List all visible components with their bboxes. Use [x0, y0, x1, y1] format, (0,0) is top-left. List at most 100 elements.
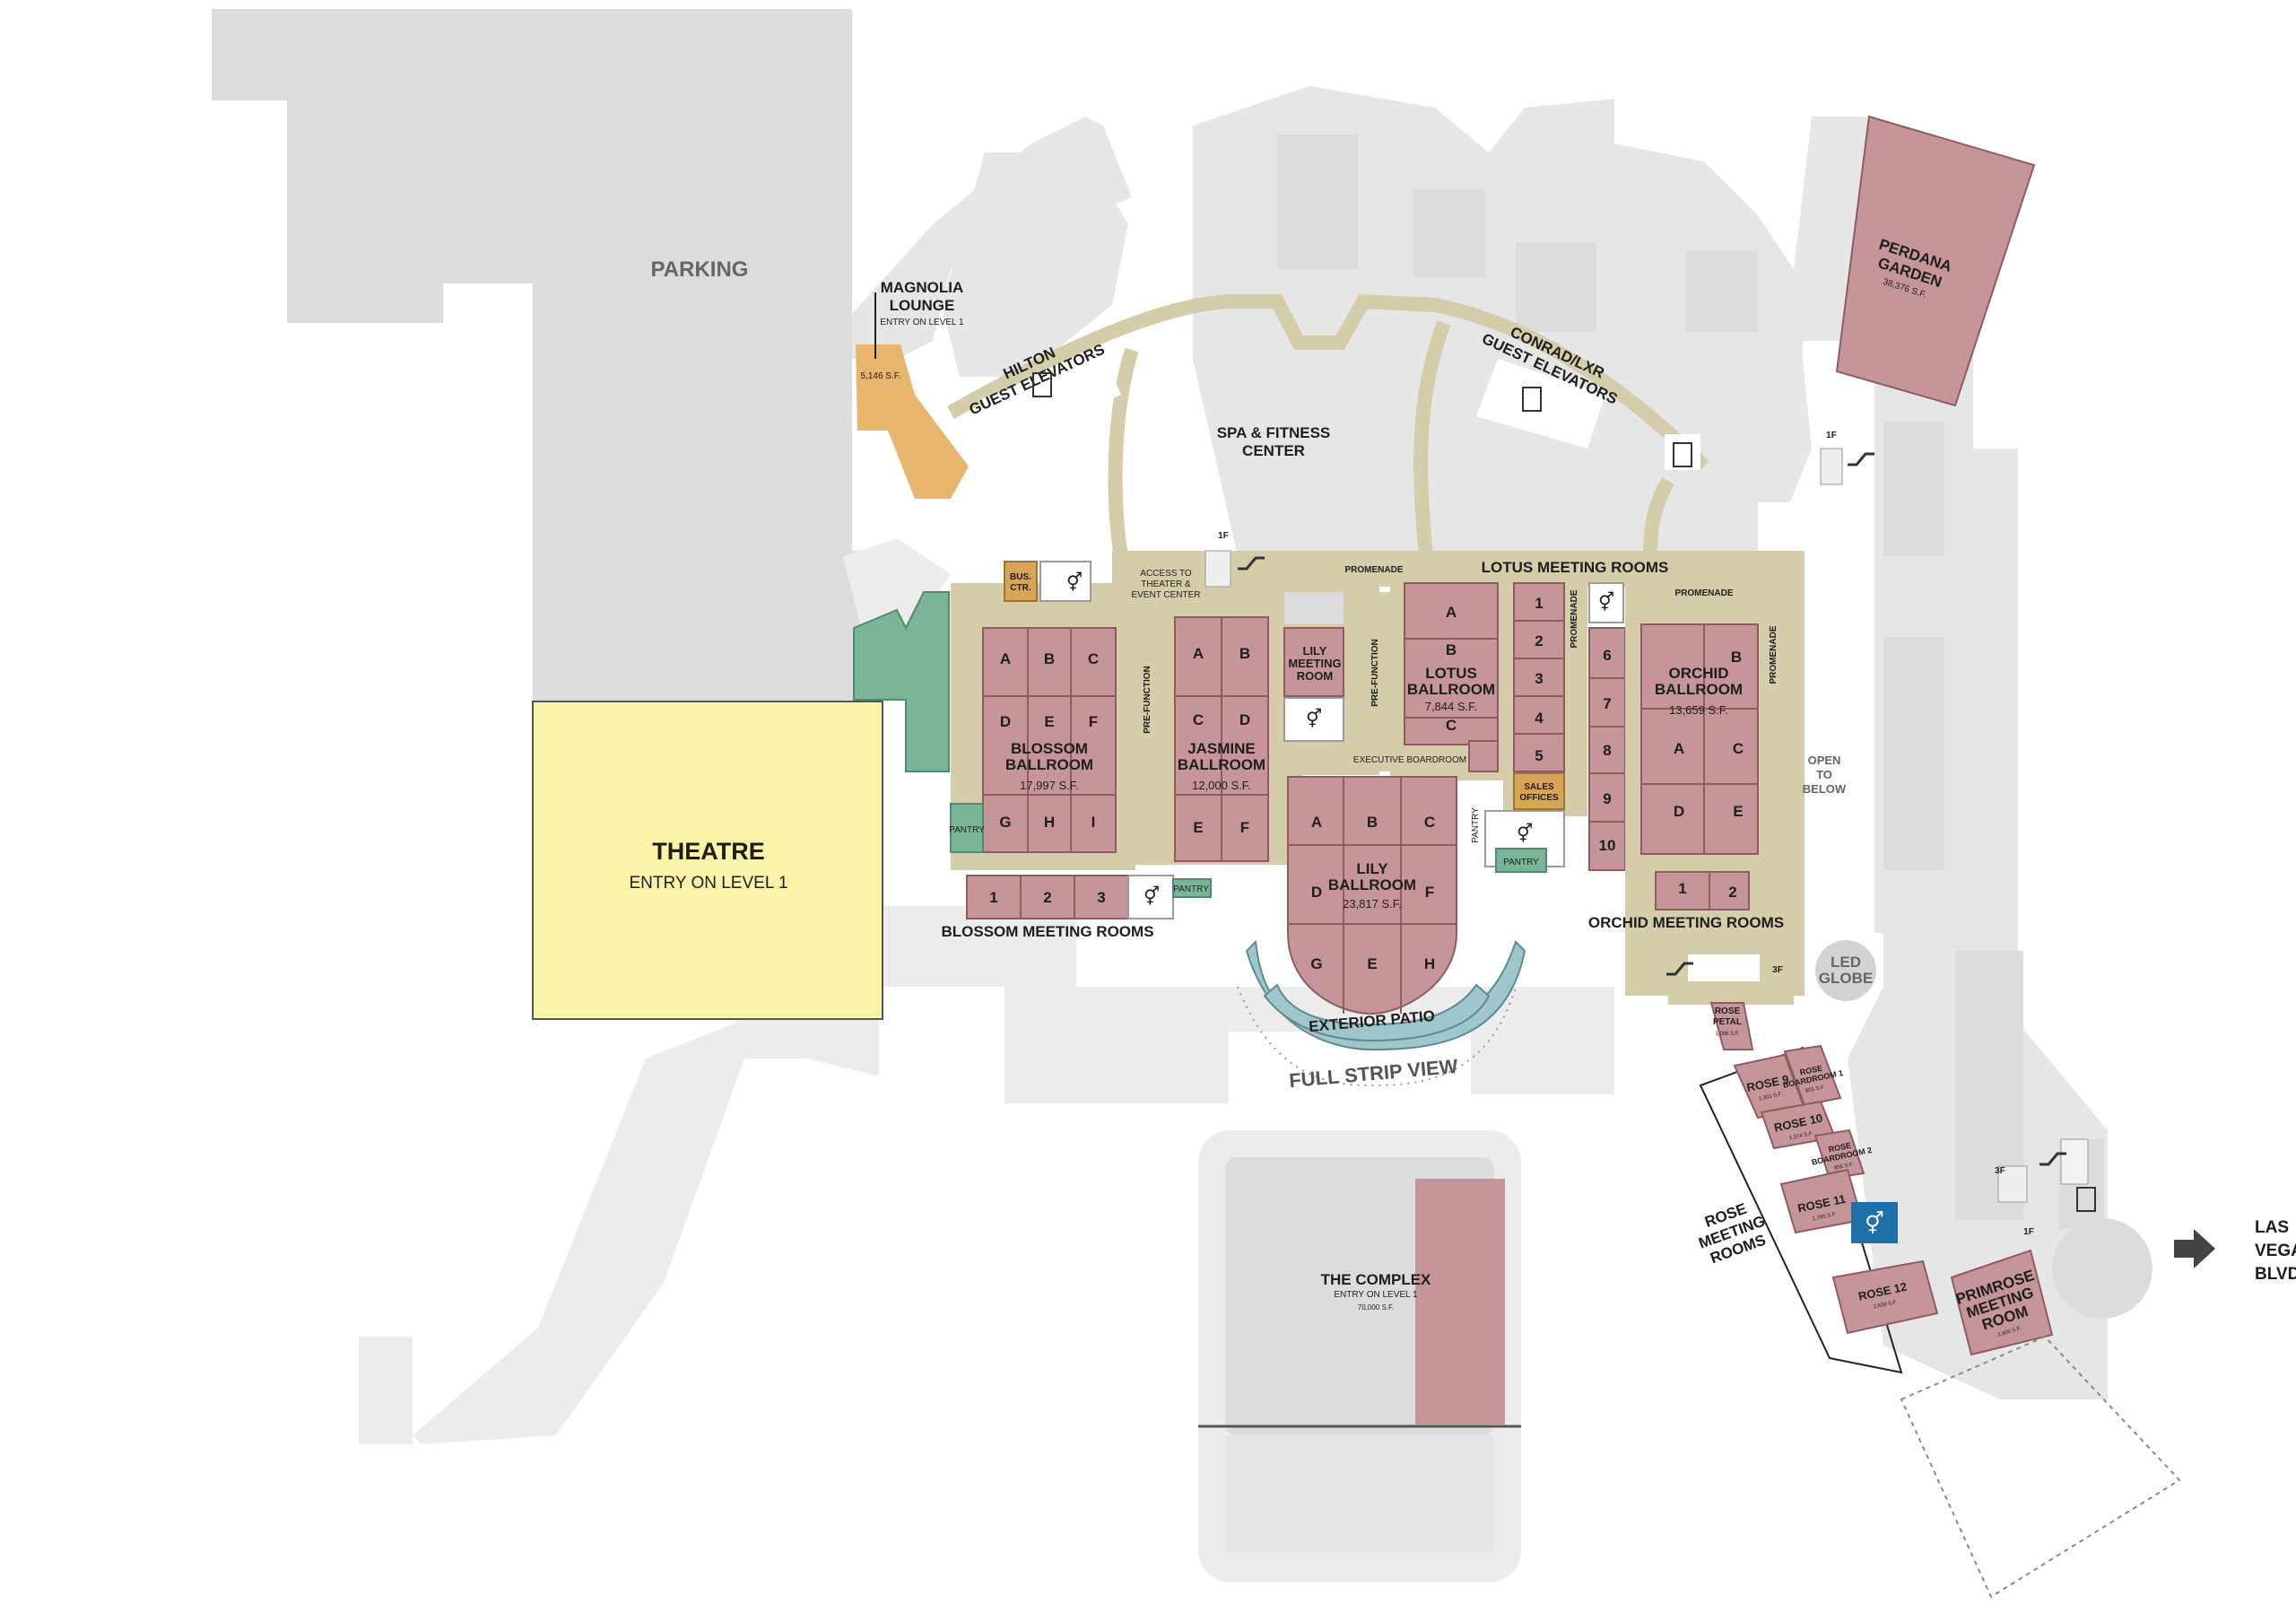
promenade-label-1: PROMENADE [1344, 565, 1403, 575]
promenade-label-3: PROMENADE [1570, 589, 1579, 648]
lily-meeting-room[interactable] [1283, 627, 1344, 697]
lily-section-e: E [1367, 955, 1377, 972]
open-below-line1: OPEN [1808, 754, 1841, 767]
led-globe[interactable] [1815, 940, 1876, 1001]
complex-area: 70,000 S.F. [1358, 1303, 1394, 1311]
blossom-line2: BALLROOM [1005, 756, 1093, 773]
orchid-section-e: E [1733, 803, 1743, 820]
lily-meeting-line3: ROOM [1297, 669, 1333, 683]
theatre[interactable] [532, 701, 883, 1020]
the-complex-stage [1415, 1179, 1505, 1425]
lotus-meeting-rooms-col2[interactable] [1588, 627, 1626, 871]
rose-12[interactable] [1831, 1259, 1939, 1335]
full-strip-view: FULL STRIP VIEW [1288, 1055, 1458, 1092]
orchid-ballroom[interactable] [1640, 623, 1759, 855]
blossom-section-b: B [1044, 650, 1055, 667]
elevator-east[interactable] [2060, 1138, 2089, 1185]
rose-boardroom-2[interactable] [1813, 1128, 1866, 1181]
jasmine-section-d: D [1239, 711, 1250, 728]
lily-ballroom[interactable] [1287, 776, 1457, 1015]
floor-3f-orchid: 3F [1772, 965, 1783, 975]
complex-label: THE COMPLEX [1321, 1271, 1431, 1288]
magnolia-entry: ENTRY ON LEVEL 1 [880, 318, 964, 327]
business-center[interactable] [1004, 561, 1038, 602]
bus-ctr-line2: CTR. [1010, 583, 1031, 593]
orchid-meeting-1: 1 [1678, 880, 1686, 897]
executive-boardroom[interactable] [1468, 740, 1499, 772]
perdana-garden[interactable] [1835, 115, 2036, 407]
magnolia-lounge-area[interactable] [856, 344, 969, 499]
rose-10-area: 1,374 S.F. [1788, 1131, 1813, 1142]
lotus-area: 7,844 S.F. [1425, 700, 1478, 713]
rose-petal[interactable] [1709, 1002, 1754, 1050]
blossom-meeting-3: 3 [1097, 889, 1105, 906]
bus-ctr-line1: BUS. [1010, 572, 1031, 582]
spa-line2: CENTER [1242, 442, 1305, 459]
blossom-restroom[interactable] [1039, 561, 1091, 602]
hilton-elevator-lobby[interactable] [978, 355, 1121, 443]
exterior-patio[interactable] [1263, 983, 1491, 1042]
orchid-section-b: B [1731, 649, 1742, 666]
jasmine-section-e: E [1193, 819, 1203, 836]
blossom-line1: BLOSSOM [1011, 740, 1088, 757]
led-globe-line1: LED [1831, 954, 1861, 971]
svg-text:⚥: ⚥ [1517, 823, 1533, 844]
lotus-meeting-9: 9 [1603, 790, 1611, 807]
rose-restroom[interactable] [1851, 1202, 1898, 1243]
lily-line1: LILY [1356, 860, 1388, 877]
pre-function-label-2: PRE-FUNCTION [1370, 639, 1380, 707]
lotus-meeting-7: 7 [1603, 695, 1611, 712]
lily-meeting-line2: MEETING [1288, 657, 1341, 670]
lotus-meeting-restroom[interactable] [1588, 582, 1624, 623]
rose-boardroom-1[interactable] [1783, 1044, 1842, 1107]
escalator-1f-west[interactable] [1205, 550, 1231, 588]
blossom-meeting-rooms[interactable] [966, 875, 1129, 919]
sales-offices-line2: OFFICES [1519, 793, 1559, 803]
parking-label: PARKING [651, 257, 749, 282]
floor-1f-east: 1F [1826, 431, 1837, 440]
lily-line2: BALLROOM [1328, 876, 1416, 893]
rose-petal-area: 1,086 S.F. [1715, 1032, 1739, 1037]
pantry-label-2: PANTRY [1173, 884, 1209, 894]
sales-offices-line1: SALES [1524, 782, 1554, 792]
open-below-line3: BELOW [1803, 782, 1847, 796]
blossom-meeting-pantry[interactable] [1172, 878, 1212, 898]
lotus-pantry[interactable] [1495, 848, 1547, 873]
rose-11-area: 1,799 S.F. [1812, 1212, 1837, 1223]
escalator-1f-east[interactable] [1820, 448, 1843, 485]
elevator-icon [1032, 372, 2096, 1212]
open-below-line2: TO [1816, 768, 1832, 781]
blossom-pantry[interactable] [950, 803, 984, 853]
orchid-meeting-rooms[interactable] [1655, 871, 1750, 911]
lotus-section-a: A [1446, 604, 1457, 621]
rose-boardroom-1-area: 803 S.F. [1805, 1085, 1826, 1094]
pantry-label-3: PANTRY [1503, 858, 1539, 867]
promenade-label-2: PROMENADE [1674, 588, 1733, 598]
primrose-meeting-room[interactable] [1950, 1249, 2054, 1356]
blossom-section-h: H [1044, 814, 1055, 831]
escalator-3f-east[interactable] [1997, 1165, 2028, 1203]
escalator-3f[interactable] [1688, 954, 1760, 981]
magnolia-line2: LOUNGE [890, 297, 955, 314]
sales-offices[interactable] [1513, 772, 1565, 810]
blossom-section-i: I [1091, 814, 1096, 831]
magnolia-line1: MAGNOLIA [881, 279, 964, 296]
blossom-ballroom[interactable] [982, 627, 1117, 853]
blossom-area: 17,997 S.F. [1020, 779, 1079, 792]
pre-function-label-1: PRE-FUNCTION [1143, 666, 1152, 734]
jasmine-section-b: B [1239, 645, 1250, 662]
orchid-section-d: D [1674, 803, 1684, 820]
east-elevator[interactable] [1665, 434, 1700, 470]
complex-entry: ENTRY ON LEVEL 1 [1334, 1290, 1418, 1300]
lotus-meeting-rooms-col1[interactable] [1513, 582, 1565, 772]
lily-meeting-restroom[interactable] [1283, 697, 1344, 742]
lily-meeting-line1: LILY [1303, 644, 1327, 658]
rose-9-area: 1,301 S.F. [1758, 1092, 1783, 1102]
led-globe-line2: GLOBE [1819, 970, 1873, 987]
blossom-ballroom-block [950, 561, 1212, 919]
blossom-meeting-rooms-label: BLOSSOM MEETING ROOMS [941, 923, 1153, 940]
las-vegas-line3: BLVD [2255, 1265, 2296, 1284]
lotus-line1: LOTUS [1425, 665, 1477, 682]
access-line1: ACCESS TO [1140, 569, 1192, 579]
